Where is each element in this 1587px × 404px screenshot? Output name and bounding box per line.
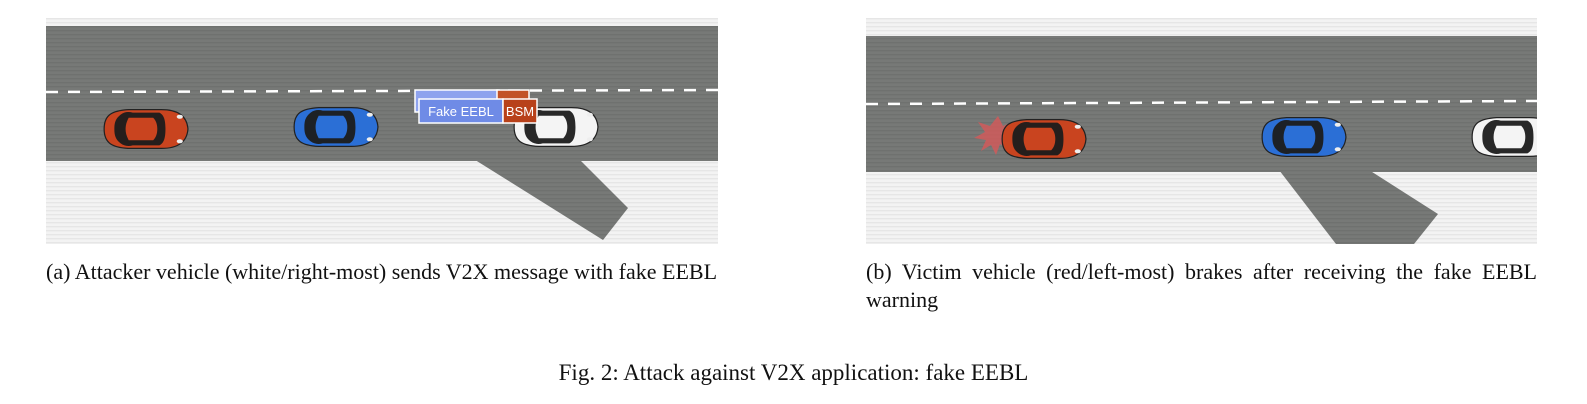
v2x-message-stack: Fake EEBL BSM	[414, 89, 538, 124]
scenario-image-b	[866, 18, 1537, 244]
scenario-image-a: Fake EEBL BSM	[46, 18, 718, 244]
lane-marking	[866, 99, 1537, 106]
exit-ramp	[472, 158, 628, 240]
bsm-label: BSM	[506, 104, 534, 119]
road	[866, 36, 1537, 172]
figure-caption: Fig. 2: Attack against V2X application: …	[558, 360, 1029, 385]
bsm-message	[502, 98, 538, 124]
follower-blue-car-icon	[293, 106, 379, 148]
lane-marking	[46, 88, 718, 94]
victim-red-car-icon	[103, 108, 189, 150]
exit-ramp	[1279, 170, 1438, 244]
attacker-white-car-icon	[1471, 116, 1537, 158]
fake-eebl-label: Fake EEBL	[428, 104, 494, 119]
subcaption-a: (a) Attacker vehicle (white/right-most) …	[46, 259, 718, 284]
fake-eebl-message	[418, 98, 504, 124]
follower-blue-car-icon	[1261, 116, 1347, 158]
victim-red-car-icon	[1001, 118, 1087, 160]
subcaption-b: (b) Victim vehicle (red/left-most) brake…	[866, 259, 1537, 312]
